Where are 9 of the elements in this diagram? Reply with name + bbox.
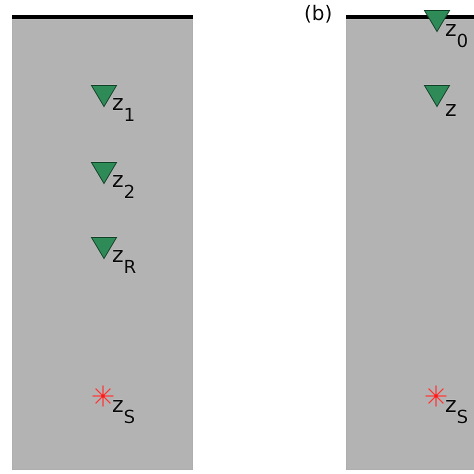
- depth-label: z$_{1}$: [112, 93, 136, 125]
- depth-label: z$_{S}$: [112, 395, 136, 427]
- depth-label: z$_{R}$: [112, 245, 136, 277]
- medium-column: [12, 15, 193, 470]
- panel-label: (b): [304, 3, 332, 23]
- depth-label: z$_{2}$: [112, 170, 136, 202]
- depth-label: z$_{S}$: [445, 395, 468, 427]
- depth-label: z: [445, 99, 457, 121]
- depth-label: z$_{0}$: [445, 19, 468, 51]
